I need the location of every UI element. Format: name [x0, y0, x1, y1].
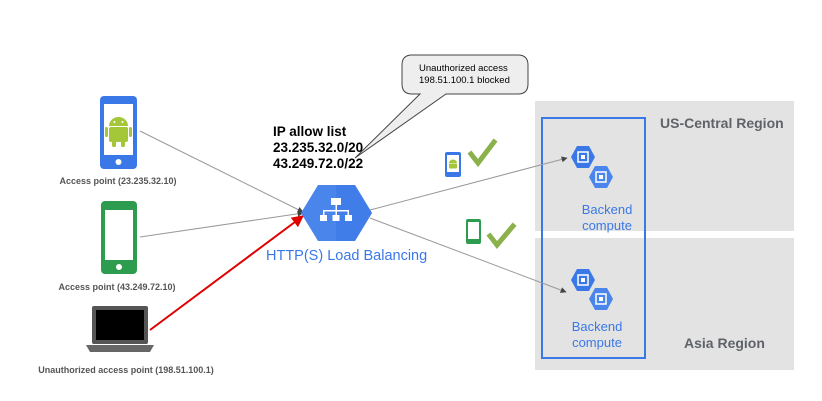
asia-region-box: [535, 238, 794, 370]
callout-line-1: Unauthorized access: [419, 63, 508, 74]
backend-group-outline: [541, 117, 646, 359]
backend-label-us: Backend compute: [581, 202, 633, 233]
blocked-callout-text: Unauthorized access 198.51.100.1 blocked: [419, 63, 510, 87]
unauthorized-access-point-caption: Unauthorized access point (198.51.100.1): [38, 365, 214, 375]
laptop-icon: [86, 306, 154, 352]
blocked-callout-bubble: [354, 54, 529, 159]
load-balancing-icon: [301, 185, 372, 241]
connector-lb-to-us-backend: [369, 156, 568, 211]
green-phone-icon: [101, 201, 137, 274]
small-green-phone-icon: [466, 219, 481, 244]
allowed-check-icon-1: [467, 138, 498, 168]
connector-unauthorized: [149, 215, 304, 331]
allow-list-title: IP allow list: [273, 124, 347, 139]
backend-label-asia: Backend compute: [571, 319, 623, 350]
compute-engine-icon-asia: [571, 269, 613, 310]
callout-line-2: 198.51.100.1 blocked: [419, 75, 510, 86]
compute-engine-icon-us: [571, 146, 613, 188]
android-phone-icon: [100, 96, 137, 169]
allow-list-ip-2: 43.249.72.0/22: [273, 156, 364, 171]
connector-access-point-2: [139, 210, 304, 238]
access-point-2-caption: Access point (43.249.72.10): [58, 282, 176, 292]
connector-access-point-1: [139, 130, 304, 213]
access-point-1-caption: Access point (23.235.32.10): [59, 176, 177, 186]
us-central-region-label: US-Central Region: [660, 115, 784, 131]
ip-allow-list: IP allow list 23.235.32.0/20 43.249.72.0…: [273, 124, 363, 172]
allow-list-ip-1: 23.235.32.0/20: [273, 140, 364, 155]
asia-region-label: Asia Region: [684, 335, 765, 351]
connector-lb-to-asia-backend: [369, 217, 567, 293]
load-balancer-label: HTTP(S) Load Balancing: [266, 248, 428, 264]
small-android-phone-icon: [445, 152, 461, 177]
allowed-check-icon-2: [486, 222, 517, 249]
